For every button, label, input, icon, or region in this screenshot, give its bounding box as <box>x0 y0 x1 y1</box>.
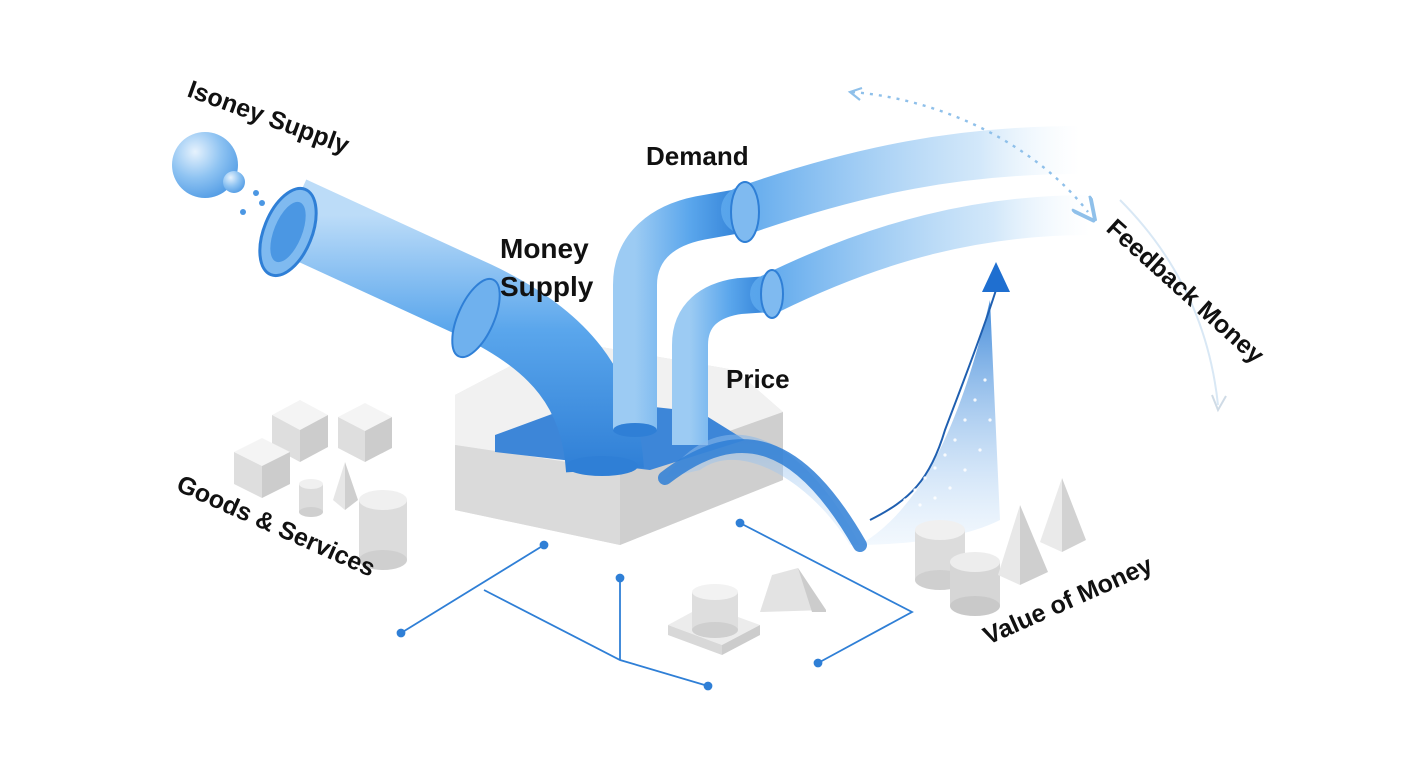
big-cylinder <box>359 490 407 570</box>
cube-2 <box>338 403 392 462</box>
demand-pipe <box>613 126 1104 437</box>
label-price: Price <box>726 364 790 394</box>
price-pipe <box>672 195 1110 445</box>
goods-shapes <box>234 400 407 570</box>
money-sphere <box>172 132 265 215</box>
platform-shapes <box>668 568 826 655</box>
cylinder-b <box>950 552 1000 616</box>
connector-lines <box>396 518 914 691</box>
money-supply-pipe <box>258 179 644 476</box>
label-money-supply-1: Money <box>500 233 589 264</box>
label-demand: Demand <box>646 141 749 171</box>
pyramid-b <box>1040 478 1086 552</box>
label-feedback-money: Feedback Money <box>1101 214 1270 370</box>
cube-3 <box>234 438 290 498</box>
small-cylinder <box>299 479 323 517</box>
down-arrow-icon <box>1211 394 1227 413</box>
label-money-supply-2: Supply <box>500 271 594 302</box>
pyramid-a <box>998 505 1048 585</box>
small-pyramid <box>333 462 358 510</box>
up-arrow-icon <box>982 262 1010 292</box>
feedback-arrow <box>847 86 1227 413</box>
value-wave <box>658 262 1010 552</box>
left-arrow-icon <box>847 86 863 101</box>
value-shapes <box>915 478 1086 616</box>
